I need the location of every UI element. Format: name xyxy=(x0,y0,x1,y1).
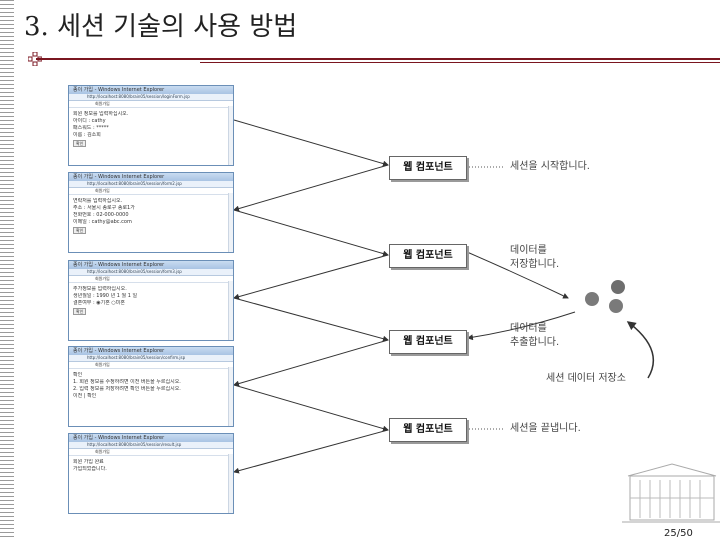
browser-window-4: 종이 가입 - Windows Internet Explorer http:/… xyxy=(68,346,234,427)
scrollbar xyxy=(228,367,233,426)
browser-tab: 회원가입 xyxy=(69,449,233,456)
browser-window-3: 종이 가입 - Windows Internet Explorer http:/… xyxy=(68,260,234,341)
scrollbar xyxy=(228,106,233,165)
browser-window-5: 종이 가입 - Windows Internet Explorer http:/… xyxy=(68,433,234,514)
form-text: 추가정보를 입력하십시오. xyxy=(73,286,127,292)
title-rule xyxy=(36,58,720,60)
form-text: 가입되었습니다. xyxy=(73,466,107,472)
form-text: 연락처를 입력하십시오. xyxy=(73,198,123,204)
form-text: 이메일 : cathy@abc.com xyxy=(73,219,132,225)
browser-tab: 회원가입 xyxy=(69,276,233,283)
decorative-left-strip xyxy=(0,0,14,540)
storage-ball-icon xyxy=(611,280,625,294)
browser-tab: 회원가입 xyxy=(69,188,233,195)
window-titlebar: 종이 가입 - Windows Internet Explorer xyxy=(69,434,233,442)
note-read-line2: 추출합니다. xyxy=(510,337,560,348)
window-titlebar: 종이 가입 - Windows Internet Explorer xyxy=(69,173,233,181)
form-text: 주소 : 서울시 종로구 종로1가 xyxy=(73,205,135,211)
form-text: 패스워드 : ***** xyxy=(73,125,109,131)
web-component-box: 웹 컴포넌트 xyxy=(389,156,467,180)
page-title: 3. 세션 기술의 사용 방법 xyxy=(24,12,298,42)
note-save-line2: 저장합니다. xyxy=(510,259,560,270)
address-bar: http://localhost:8080/brain05/session/re… xyxy=(69,442,233,449)
form-text: 회원 가입 완료 xyxy=(73,459,104,465)
window-titlebar: 종이 가입 - Windows Internet Explorer xyxy=(69,261,233,269)
note-save-line1: 데이터를 xyxy=(510,245,547,256)
address-bar: http://localhost:8080/brain05/session/fo… xyxy=(69,181,233,188)
storage-ball-icon xyxy=(585,292,599,306)
storage-ball-icon xyxy=(609,299,623,313)
submit-button: 확인 xyxy=(73,227,87,234)
note-read-line1: 데이터를 xyxy=(510,323,547,334)
scrollbar xyxy=(228,454,233,513)
browser-window-2: 종이 가입 - Windows Internet Explorer http:/… xyxy=(68,172,234,253)
submit-button: 확인 xyxy=(73,308,87,315)
submit-button: 확인 xyxy=(73,140,87,147)
form-text: 결혼여부 : ◉기혼 ○미혼 xyxy=(73,300,125,306)
form-text: 이전 | 확인 xyxy=(73,393,97,399)
bullet-icon xyxy=(28,52,42,66)
web-component-box: 웹 컴포넌트 xyxy=(389,330,467,354)
scrollbar xyxy=(228,193,233,252)
page-number: 25/50 xyxy=(664,528,693,539)
note-session-start: 세션을 시작합니다. xyxy=(510,161,590,172)
form-text: 회원 정보를 입력하십시오. xyxy=(73,111,129,117)
browser-tab: 회원가입 xyxy=(69,362,233,369)
browser-window-1: 종이 가입 - Windows Internet Explorer http:/… xyxy=(68,85,234,166)
browser-tab: 회원가입 xyxy=(69,101,233,108)
building-logo-icon xyxy=(622,463,720,523)
form-text: 1. 회원 정보를 수정하려면 이전 버튼을 누르십시오. xyxy=(73,379,181,385)
note-session-storage: 세션 데이터 저장소 xyxy=(546,373,626,384)
form-text: 아이디 : cathy xyxy=(73,118,106,124)
address-bar: http://localhost:8080/brain05/session/fo… xyxy=(69,269,233,276)
address-bar: http://localhost:8080/brain05/session/co… xyxy=(69,355,233,362)
title-rule-thin xyxy=(200,62,720,63)
web-component-box: 웹 컴포넌트 xyxy=(389,418,467,442)
window-titlebar: 종이 가입 - Windows Internet Explorer xyxy=(69,347,233,355)
note-session-end: 세션을 끝냅니다. xyxy=(510,423,581,434)
form-text: 이름 : 김소희 xyxy=(73,132,101,138)
form-text: 전화번호 : 02-000-0000 xyxy=(73,212,129,218)
address-bar: http://localhost:8080/brain05/session/lo… xyxy=(69,94,233,101)
scrollbar xyxy=(228,281,233,340)
web-component-box: 웹 컴포넌트 xyxy=(389,244,467,268)
form-text: 2. 입력 정보를 저장하려면 확인 버튼을 누르십시오. xyxy=(73,386,181,392)
form-text: 생년월일 : 1990 년 1 월 1 일 xyxy=(73,293,138,299)
form-text: 확인 xyxy=(73,372,83,378)
window-titlebar: 종이 가입 - Windows Internet Explorer xyxy=(69,86,233,94)
